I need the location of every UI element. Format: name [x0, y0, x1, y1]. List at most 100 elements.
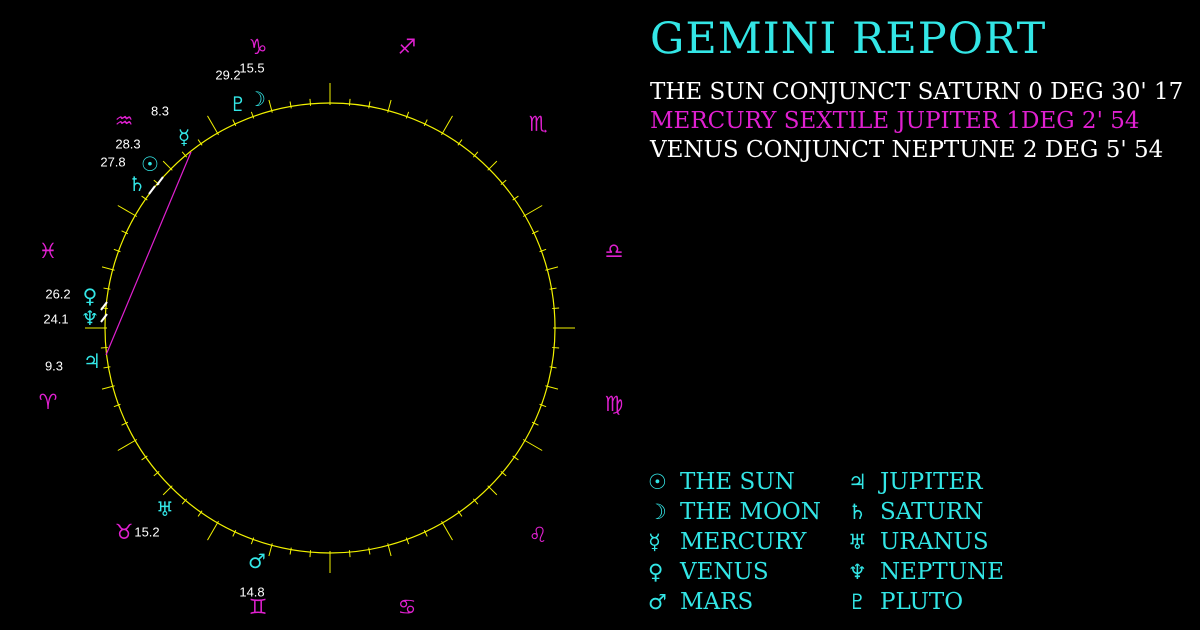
wheel-tick — [113, 403, 121, 408]
wheel-tick — [103, 366, 111, 369]
wheel-tick — [121, 421, 129, 426]
saturn-icon: ♄ — [848, 500, 867, 524]
wheel-tick — [512, 455, 519, 461]
sun-icon: ☉ — [648, 470, 667, 494]
jupiter-degree-label: 9.3 — [45, 359, 63, 374]
pisces-sign-icon: ♓ — [39, 239, 58, 263]
wheel-tick — [250, 537, 255, 545]
wheel-tick — [113, 248, 121, 253]
mercury-degree-label: 8.3 — [151, 104, 169, 119]
wheel-tick — [368, 547, 371, 555]
zodiac-sign-group: ♑♐♏♎♍♌♋♊♉♈♓♒ — [39, 35, 624, 619]
leo-sign-icon: ♌ — [529, 523, 548, 547]
mercury-jupiter-aspect-line — [105, 151, 192, 356]
wheel-tick — [539, 403, 547, 408]
saturn-degree-label: 27.8 — [100, 155, 125, 170]
libra-sign-icon: ♎ — [605, 239, 624, 263]
aspect-line-2: MERCURY SEXTILE JUPITER 1DEG 2' 54 — [650, 108, 1140, 134]
wheel-tick — [368, 101, 371, 109]
wheel-major-tick — [207, 520, 219, 541]
wheel-tick — [348, 550, 351, 558]
wheel-tick — [423, 119, 428, 127]
cancer-sign-icon: ♋ — [398, 595, 417, 619]
wheel-tick — [539, 248, 547, 253]
wheel-major-tick — [522, 439, 543, 451]
wheel-tick — [405, 537, 410, 545]
legend-item-venus: ♀ VENUS — [648, 557, 848, 587]
wheel-tick — [289, 101, 292, 109]
wheel-tick — [531, 230, 539, 235]
wheel-tick — [121, 230, 129, 235]
neptune-icon: ♆ — [81, 306, 99, 330]
wheel-major-tick — [117, 205, 138, 217]
gemini-sign-icon: ♊ — [249, 595, 268, 619]
wheel-tick — [549, 366, 557, 369]
wheel-tick — [423, 529, 428, 537]
wheel-tick — [500, 470, 507, 477]
wheel-tick — [101, 385, 115, 390]
wheel-tick — [552, 346, 560, 349]
legend-label: URANUS — [880, 529, 989, 555]
mercury-icon: ☿ — [648, 530, 661, 554]
wheel-tick — [487, 160, 498, 171]
sagittarius-sign-icon: ♐ — [398, 35, 417, 59]
venus-icon: ♀ — [648, 560, 664, 584]
legend-item-uranus: ♅ URANUS — [848, 527, 1018, 557]
legend-label: THE MOON — [680, 499, 821, 525]
wheel-tick — [289, 547, 292, 555]
venus-degree-label: 26.2 — [45, 287, 70, 302]
legend-label: PLUTO — [880, 589, 964, 615]
neptune-position-marker — [100, 313, 108, 323]
wheel-tick — [348, 98, 351, 106]
planet-legend: ☉ THE SUN ♃ JUPITER ☽ THE MOON ♄ SATURN … — [648, 467, 1018, 617]
moon-icon: ☽ — [248, 87, 266, 111]
legend-item-jupiter: ♃ JUPITER — [848, 467, 1018, 497]
pluto-degree-label: 29.2 — [215, 68, 240, 83]
saturn-icon: ♄ — [128, 172, 146, 196]
uranus-icon: ♅ — [848, 530, 867, 554]
legend-label: MARS — [680, 589, 754, 615]
legend-item-mars: ♂ MARS — [648, 587, 848, 617]
pluto-icon: ♇ — [848, 590, 867, 614]
wheel-tick — [232, 529, 237, 537]
jupiter-icon: ♃ — [83, 349, 101, 373]
legend-label: MERCURY — [680, 529, 807, 555]
venus-position-marker — [100, 301, 108, 311]
legend-item-sun: ☉ THE SUN — [648, 467, 848, 497]
jupiter-icon: ♃ — [848, 470, 867, 494]
wheel-tick — [552, 307, 560, 310]
legend-item-pluto: ♇ PLUTO — [848, 587, 1018, 617]
legend-item-moon: ☽ THE MOON — [648, 497, 848, 527]
wheel-tick — [153, 470, 160, 477]
mars-degree-label: 14.8 — [239, 585, 264, 600]
wheel-tick — [268, 99, 273, 113]
mars-icon: ♂ — [248, 549, 266, 573]
wheel-major-tick — [522, 205, 543, 217]
aspect-list: THE SUN CONJUNCT SATURN 0 DEG 30' 17 MER… — [650, 78, 1183, 165]
wheel-major-tick — [207, 115, 219, 136]
wheel-tick — [457, 510, 463, 517]
degree-label: 15.2 — [134, 525, 159, 540]
legend-item-neptune: ♆ NEPTUNE — [848, 557, 1018, 587]
neptune-degree-label: 24.1 — [43, 312, 68, 327]
sun-degree-label: 28.3 — [115, 137, 140, 152]
wheel-tick — [309, 550, 312, 558]
venus-icon: ♀ — [83, 284, 98, 308]
sun-position-marker — [156, 176, 164, 186]
pluto-icon: ♇ — [229, 92, 247, 116]
planet-group: ♇29.2☽15.5☿8.3☉28.3♄27.8♀26.2♆24.1♃9.3♅♂… — [43, 61, 266, 600]
wheel-tick — [197, 139, 203, 146]
wheel-tick — [141, 455, 148, 461]
moon-degree-label: 15.5 — [239, 61, 264, 76]
wheel-tick — [101, 266, 115, 271]
capricorn-sign-icon: ♑ — [249, 35, 268, 59]
wheel-ring-group — [85, 83, 575, 573]
saturn-position-marker — [148, 185, 156, 195]
report-title: GEMINI REPORT — [650, 14, 1047, 64]
wheel-tick — [487, 485, 498, 496]
wheel-tick — [545, 385, 559, 390]
wheel-major-tick — [117, 439, 138, 451]
neptune-icon: ♆ — [848, 560, 867, 584]
wheel-tick — [500, 179, 507, 186]
wheel-major-tick — [441, 115, 453, 136]
